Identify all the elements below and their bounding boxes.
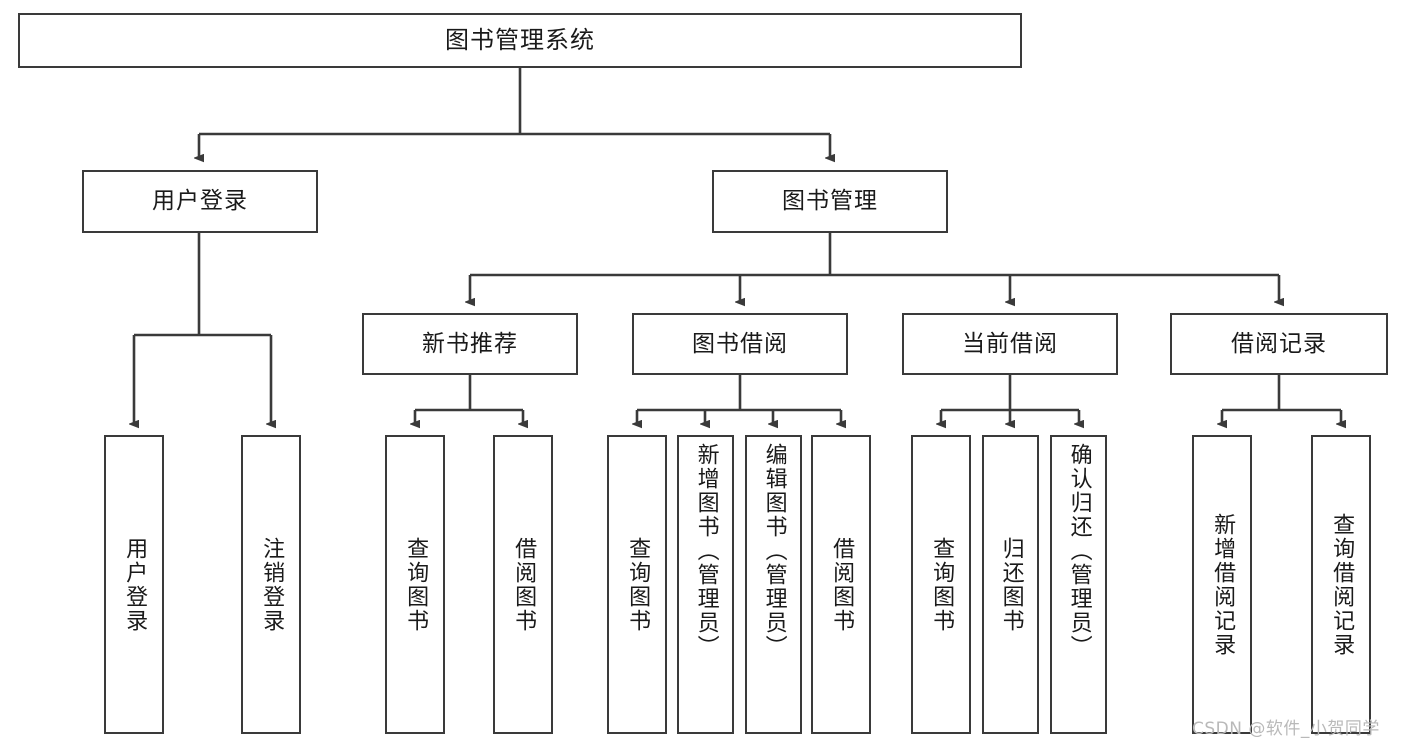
node-leaf-user-login[interactable]: 用户登录 (104, 435, 164, 734)
node-leaf-query-record-label: 查询借阅记录 (1329, 512, 1355, 657)
node-user-login[interactable]: 用户登录 (82, 170, 318, 233)
node-leaf-query-book-borrow[interactable]: 查询图书 (607, 435, 667, 734)
node-leaf-add-book[interactable]: 新增图书（管理员） (677, 435, 734, 734)
node-leaf-query-book-borrow-label: 查询图书 (625, 536, 651, 633)
node-user-login-label: 用户登录 (152, 188, 248, 215)
node-current-borrow[interactable]: 当前借阅 (902, 313, 1118, 375)
node-leaf-edit-book[interactable]: 编辑图书（管理员） (745, 435, 802, 734)
node-leaf-return-book-label: 归还图书 (998, 536, 1024, 633)
node-leaf-edit-book-label: 编辑图书（管理员） (761, 443, 787, 659)
node-leaf-query-book-cur-label: 查询图书 (929, 536, 955, 633)
node-leaf-query-book-cur[interactable]: 查询图书 (911, 435, 971, 734)
node-leaf-confirm-return-label: 确认归还（管理员） (1066, 443, 1092, 659)
node-leaf-query-book-rec[interactable]: 查询图书 (385, 435, 445, 734)
node-leaf-return-book[interactable]: 归还图书 (982, 435, 1039, 734)
node-leaf-add-record-label: 新增借阅记录 (1210, 512, 1236, 657)
node-root-label: 图书管理系统 (445, 25, 595, 54)
node-leaf-add-book-label: 新增图书（管理员） (693, 443, 719, 659)
watermark: CSDN @软件_小贺同学 (1192, 719, 1380, 739)
node-book-manage[interactable]: 图书管理 (712, 170, 948, 233)
node-book-borrow[interactable]: 图书借阅 (632, 313, 848, 375)
node-leaf-query-book-rec-label: 查询图书 (403, 536, 429, 633)
node-leaf-borrow-book[interactable]: 借阅图书 (811, 435, 871, 734)
node-leaf-user-logout[interactable]: 注销登录 (241, 435, 301, 734)
node-book-borrow-label: 图书借阅 (692, 330, 788, 357)
node-leaf-borrow-book-rec-label: 借阅图书 (511, 536, 537, 633)
node-leaf-add-record[interactable]: 新增借阅记录 (1192, 435, 1252, 734)
node-borrow-record[interactable]: 借阅记录 (1170, 313, 1388, 375)
node-book-manage-label: 图书管理 (782, 188, 878, 215)
node-new-book-rec-label: 新书推荐 (422, 330, 518, 357)
node-leaf-query-record[interactable]: 查询借阅记录 (1311, 435, 1371, 734)
node-leaf-borrow-book-label: 借阅图书 (829, 536, 855, 633)
node-leaf-borrow-book-rec[interactable]: 借阅图书 (493, 435, 553, 734)
node-root[interactable]: 图书管理系统 (18, 13, 1022, 68)
node-leaf-user-logout-label: 注销登录 (259, 536, 285, 633)
node-leaf-confirm-return[interactable]: 确认归还（管理员） (1050, 435, 1107, 734)
node-leaf-user-login-label: 用户登录 (122, 536, 148, 633)
node-new-book-rec[interactable]: 新书推荐 (362, 313, 578, 375)
node-borrow-record-label: 借阅记录 (1231, 330, 1327, 357)
node-current-borrow-label: 当前借阅 (962, 330, 1058, 357)
